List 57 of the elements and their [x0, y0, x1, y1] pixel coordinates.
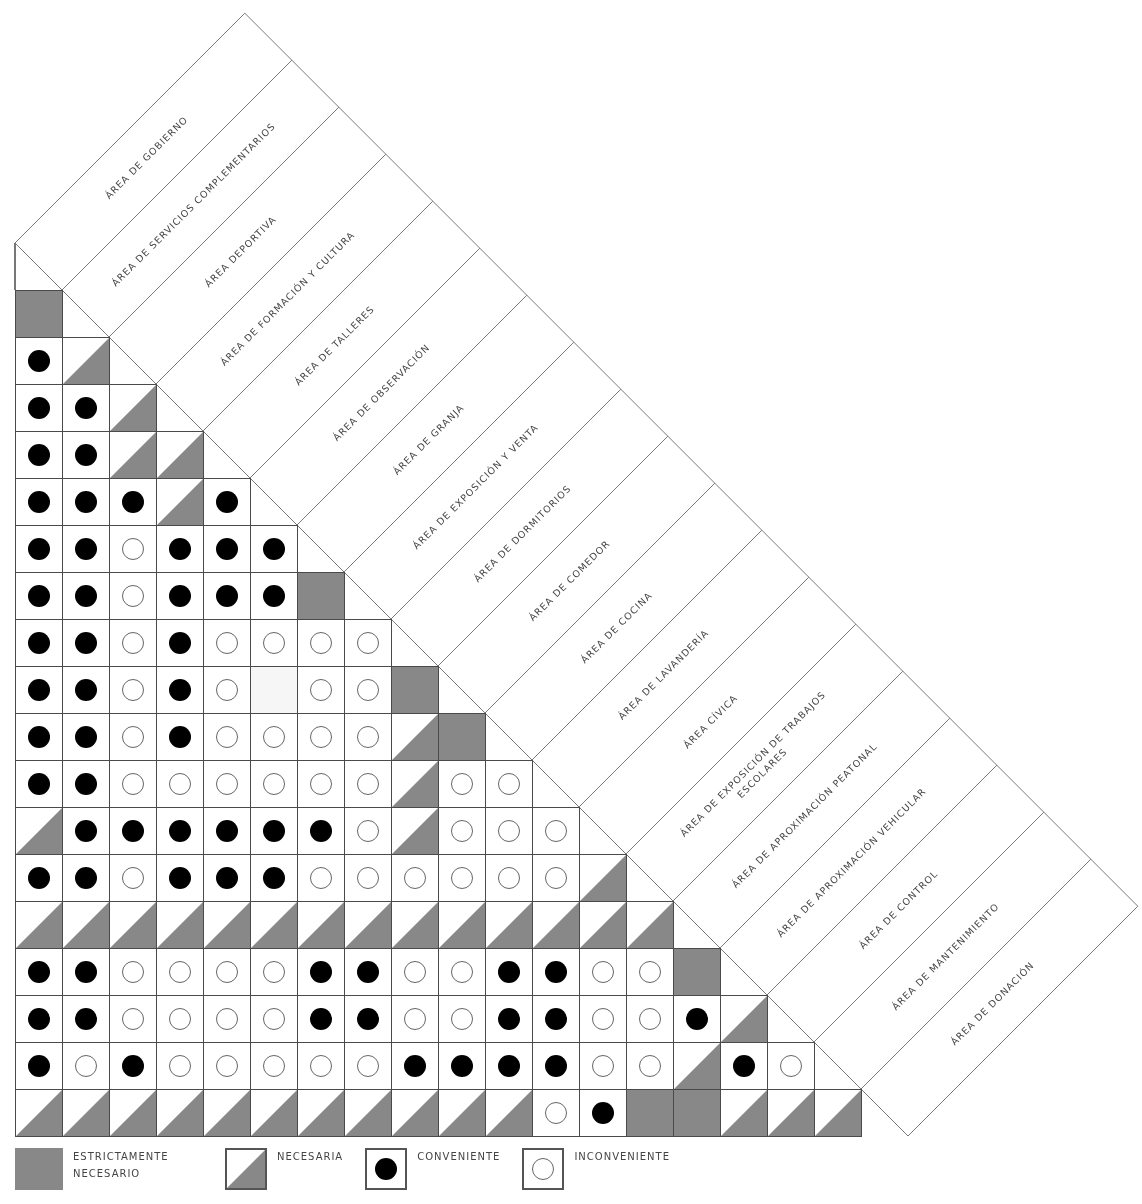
shaded-cell	[626, 1089, 674, 1137]
half-shaded-cell	[720, 995, 768, 1043]
filled-dot-cell	[250, 525, 298, 573]
legend-label: INCONVENIENTE	[574, 1150, 670, 1164]
shaded-cell	[673, 948, 721, 996]
half-shaded-cell	[297, 901, 345, 949]
half-shaded-cell	[156, 431, 204, 479]
half-shaded-cell	[391, 1089, 439, 1137]
hollow-circle-cell	[344, 619, 392, 667]
half-shaded-cell	[344, 901, 392, 949]
half-shaded-cell	[15, 901, 63, 949]
half-shaded-cell	[391, 713, 439, 761]
half-shaded-cell	[485, 1089, 533, 1137]
shaded-cell	[438, 713, 486, 761]
half-shaded-cell	[250, 901, 298, 949]
half-shaded-cell	[767, 1089, 815, 1137]
legend-label: ESTRICTAMENTE NECESARIO	[73, 1150, 170, 1181]
filled-dot-cell	[203, 478, 251, 526]
half-shaded-cell	[626, 901, 674, 949]
hollow-circle-cell	[532, 807, 580, 855]
shaded-cell	[673, 1089, 721, 1137]
half-shaded-cell	[297, 1089, 345, 1137]
half-shaded-cell	[438, 1089, 486, 1137]
half-shaded-cell	[15, 1089, 63, 1137]
half-shaded-cell	[532, 901, 580, 949]
legend-label: CONVENIENTE	[417, 1150, 501, 1164]
legend-label: NECESARIA	[277, 1150, 344, 1164]
half-shaded-cell	[720, 1089, 768, 1137]
half-shaded-cell	[814, 1089, 862, 1137]
half-shaded-cell	[673, 1042, 721, 1090]
half-shaded-cell	[109, 384, 157, 432]
half-shaded-cell	[391, 901, 439, 949]
half-shaded-cell	[579, 854, 627, 902]
half-shaded-cell	[62, 337, 110, 385]
half-shaded-cell	[250, 1089, 298, 1137]
half-shaded-cell	[203, 901, 251, 949]
half-shaded-cell	[391, 807, 439, 855]
half-shaded-cell	[109, 901, 157, 949]
half-shaded-cell	[109, 431, 157, 479]
half-shaded-cell	[579, 901, 627, 949]
half-shaded-cell	[391, 760, 439, 808]
shaded-cell	[297, 572, 345, 620]
shaded-cell	[391, 666, 439, 714]
half-shaded-cell	[156, 1089, 204, 1137]
hollow-circle-cell	[485, 760, 533, 808]
hollow-circle-cell	[767, 1042, 815, 1090]
shaded-cell	[15, 290, 63, 338]
half-shaded-cell	[62, 901, 110, 949]
half-shaded-cell	[109, 1089, 157, 1137]
half-shaded-cell	[203, 1089, 251, 1137]
half-shaded-cell	[485, 901, 533, 949]
half-shaded-cell	[156, 901, 204, 949]
half-shaded-cell	[156, 478, 204, 526]
half-shaded-cell	[438, 901, 486, 949]
half-shaded-cell	[62, 1089, 110, 1137]
half-shaded-cell	[15, 807, 63, 855]
half-shaded-cell	[344, 1089, 392, 1137]
